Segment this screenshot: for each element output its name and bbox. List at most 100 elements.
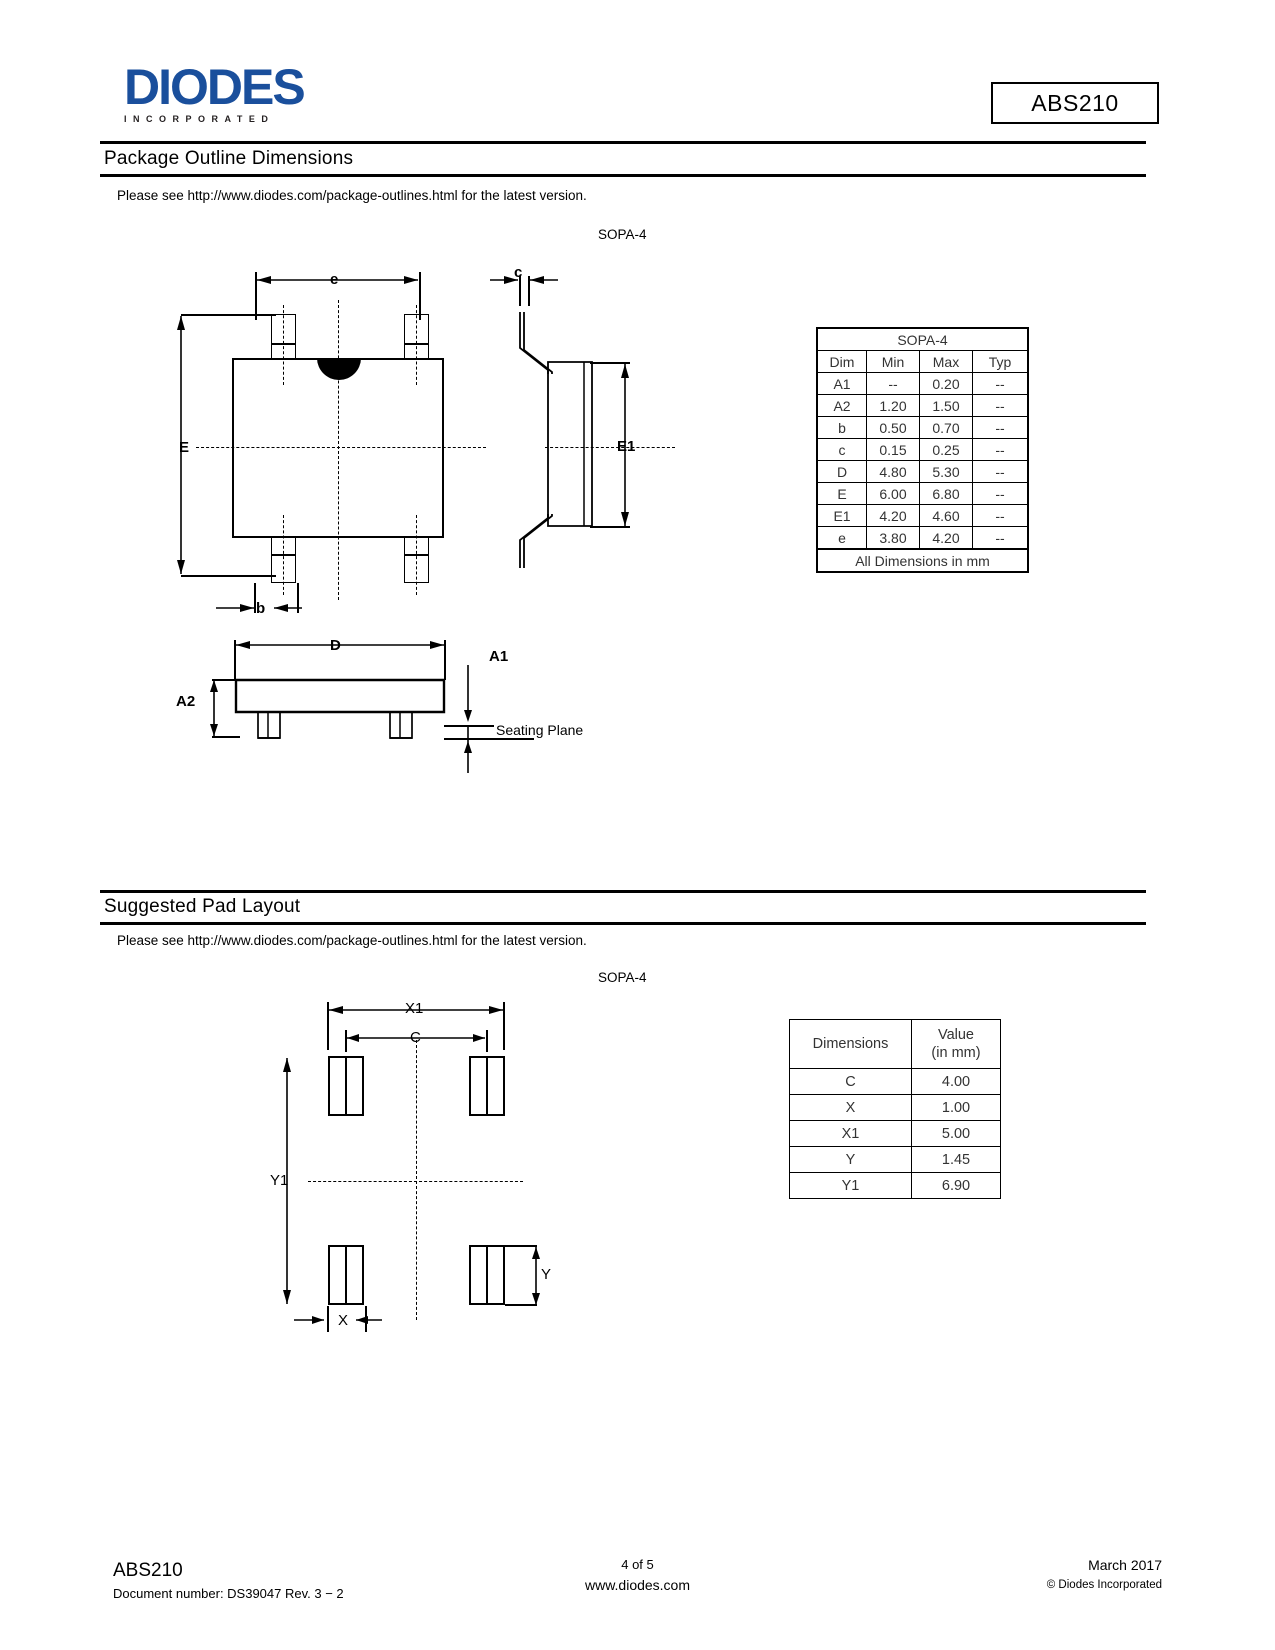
pad-centerline-vertical xyxy=(416,1040,417,1320)
lead-centerline-botleft xyxy=(283,515,284,595)
label-Y: Y xyxy=(541,1266,552,1283)
ext-line-D-right xyxy=(444,640,446,680)
pad-bottom-left-centerline xyxy=(345,1245,347,1305)
ext-line-E-top xyxy=(181,314,276,316)
cell-max: 0.70 xyxy=(919,416,973,439)
cell-pad-value: 1.45 xyxy=(911,1146,1001,1173)
dim-arrow-D xyxy=(236,641,444,649)
footer-copyright: © Diodes Incorporated xyxy=(1046,1579,1162,1591)
ext-line-A2-top xyxy=(212,679,240,681)
dim-arrow-E1 xyxy=(621,364,629,526)
footer-part-number: ABS210 xyxy=(113,1560,183,1581)
cell-pad-value: 6.90 xyxy=(911,1172,1001,1199)
footer-website[interactable]: www.diodes.com xyxy=(584,1577,691,1593)
cell-dim: A1 xyxy=(816,372,867,395)
cell-pad-dim: Y1 xyxy=(789,1172,912,1199)
cell-dim: b xyxy=(816,416,867,439)
section1-rule-bottom xyxy=(100,174,1146,177)
section2-title: Suggested Pad Layout xyxy=(104,896,301,917)
label-seating-plane: Seating Plane xyxy=(496,722,584,738)
cell-typ: -- xyxy=(972,482,1029,505)
table-row: b 0.50 0.70 -- xyxy=(816,416,1029,439)
cell-dim: A2 xyxy=(816,394,867,417)
cell-max: 0.25 xyxy=(919,438,973,461)
dimension-table-title-row: SOPA-4 xyxy=(816,327,1029,351)
lead-centerline-topright xyxy=(416,305,417,385)
ext-line-D-left xyxy=(234,640,236,680)
dimension-table-footer-row: All Dimensions in mm xyxy=(816,548,1029,573)
col-header-typ: Typ xyxy=(972,350,1029,373)
ext-line-C-right xyxy=(486,1030,488,1052)
cell-max: 1.50 xyxy=(919,394,973,417)
dim-arrow-Y1 xyxy=(283,1058,291,1304)
centerline-horizontal-topview xyxy=(196,447,486,448)
cell-typ: -- xyxy=(972,526,1029,550)
section2-rule-top xyxy=(100,890,1146,893)
ext-line-X-right xyxy=(365,1306,367,1332)
table-row: D 4.80 5.30 -- xyxy=(816,460,1029,483)
label-X1: X1 xyxy=(405,1000,424,1017)
ext-line-b-right xyxy=(297,583,299,613)
cell-dim: D xyxy=(816,460,867,483)
cell-max: 6.80 xyxy=(919,482,973,505)
package-body-sideview xyxy=(519,312,593,568)
section2-rule-bottom xyxy=(100,922,1146,925)
cell-min: 0.50 xyxy=(866,416,920,439)
col-header-min: Min xyxy=(866,350,920,373)
label-b: b xyxy=(256,600,266,617)
cell-typ: -- xyxy=(972,372,1029,395)
dim-arrow-A1 xyxy=(464,665,472,773)
footer-document-number: Document number: DS39047 Rev. 3 − 2 xyxy=(113,1586,344,1601)
ext-line-b-left xyxy=(254,583,256,613)
label-C: C xyxy=(410,1029,421,1046)
dim-arrow-e xyxy=(257,276,418,284)
dimension-table-header: Dim Min Max Typ xyxy=(816,350,1029,373)
cell-min: 4.20 xyxy=(866,504,920,527)
cell-typ: -- xyxy=(972,504,1029,527)
dimension-table-title: SOPA-4 xyxy=(816,327,1029,351)
pad-col-header-value: Value (in mm) xyxy=(911,1019,1001,1069)
table-row: A2 1.20 1.50 -- xyxy=(816,394,1029,417)
logo-subtext: INCORPORATED xyxy=(124,114,275,124)
pad-col-header-value-line1: Value xyxy=(937,1026,974,1043)
dim-arrow-E xyxy=(177,316,185,574)
label-A2: A2 xyxy=(176,693,196,710)
dim-arrow-c xyxy=(490,276,558,284)
table-row: X1 5.00 xyxy=(789,1120,1001,1147)
cell-pad-dim: Y xyxy=(789,1146,912,1173)
footer-date: March 2017 xyxy=(1088,1557,1162,1573)
section1-package-name: SOPA-4 xyxy=(598,227,647,242)
table-row: E1 4.20 4.60 -- xyxy=(816,504,1029,527)
cell-max: 4.60 xyxy=(919,504,973,527)
pin1-notch-icon xyxy=(317,358,361,380)
ext-line-c-right xyxy=(528,276,530,306)
cell-pad-value: 4.00 xyxy=(911,1068,1001,1095)
label-A1: A1 xyxy=(489,648,509,665)
dim-arrow-X1 xyxy=(329,1006,503,1014)
label-E1: E1 xyxy=(617,438,636,455)
ext-line-X-left xyxy=(327,1306,329,1332)
label-Y1: Y1 xyxy=(270,1172,289,1189)
cell-typ: -- xyxy=(972,460,1029,483)
dimension-table: SOPA-4 Dim Min Max Typ A1 -- 0.20 -- A2 … xyxy=(816,327,1029,573)
pad-centerline-horizontal xyxy=(308,1181,523,1182)
ext-line-Y-top xyxy=(505,1245,537,1247)
dim-arrow-C xyxy=(347,1034,485,1042)
centerline-vertical-topview xyxy=(338,300,339,600)
part-number-label: ABS210 xyxy=(1031,89,1119,116)
cell-dim: E xyxy=(816,482,867,505)
cell-pad-dim: X1 xyxy=(789,1120,912,1147)
cell-max: 5.30 xyxy=(919,460,973,483)
pad-top-left-centerline xyxy=(345,1056,347,1116)
label-E: E xyxy=(179,439,190,456)
cell-typ: -- xyxy=(972,438,1029,461)
ext-line-Y-bottom xyxy=(505,1304,537,1306)
section1-rule-top xyxy=(100,141,1146,144)
ext-line-A1-top xyxy=(444,725,494,727)
pad-table-header: Dimensions Value (in mm) xyxy=(789,1019,1001,1069)
dim-arrow-Y xyxy=(532,1247,540,1305)
col-header-max: Max xyxy=(919,350,973,373)
pad-top-right-centerline xyxy=(486,1056,488,1116)
table-row: Y1 6.90 xyxy=(789,1172,1001,1199)
